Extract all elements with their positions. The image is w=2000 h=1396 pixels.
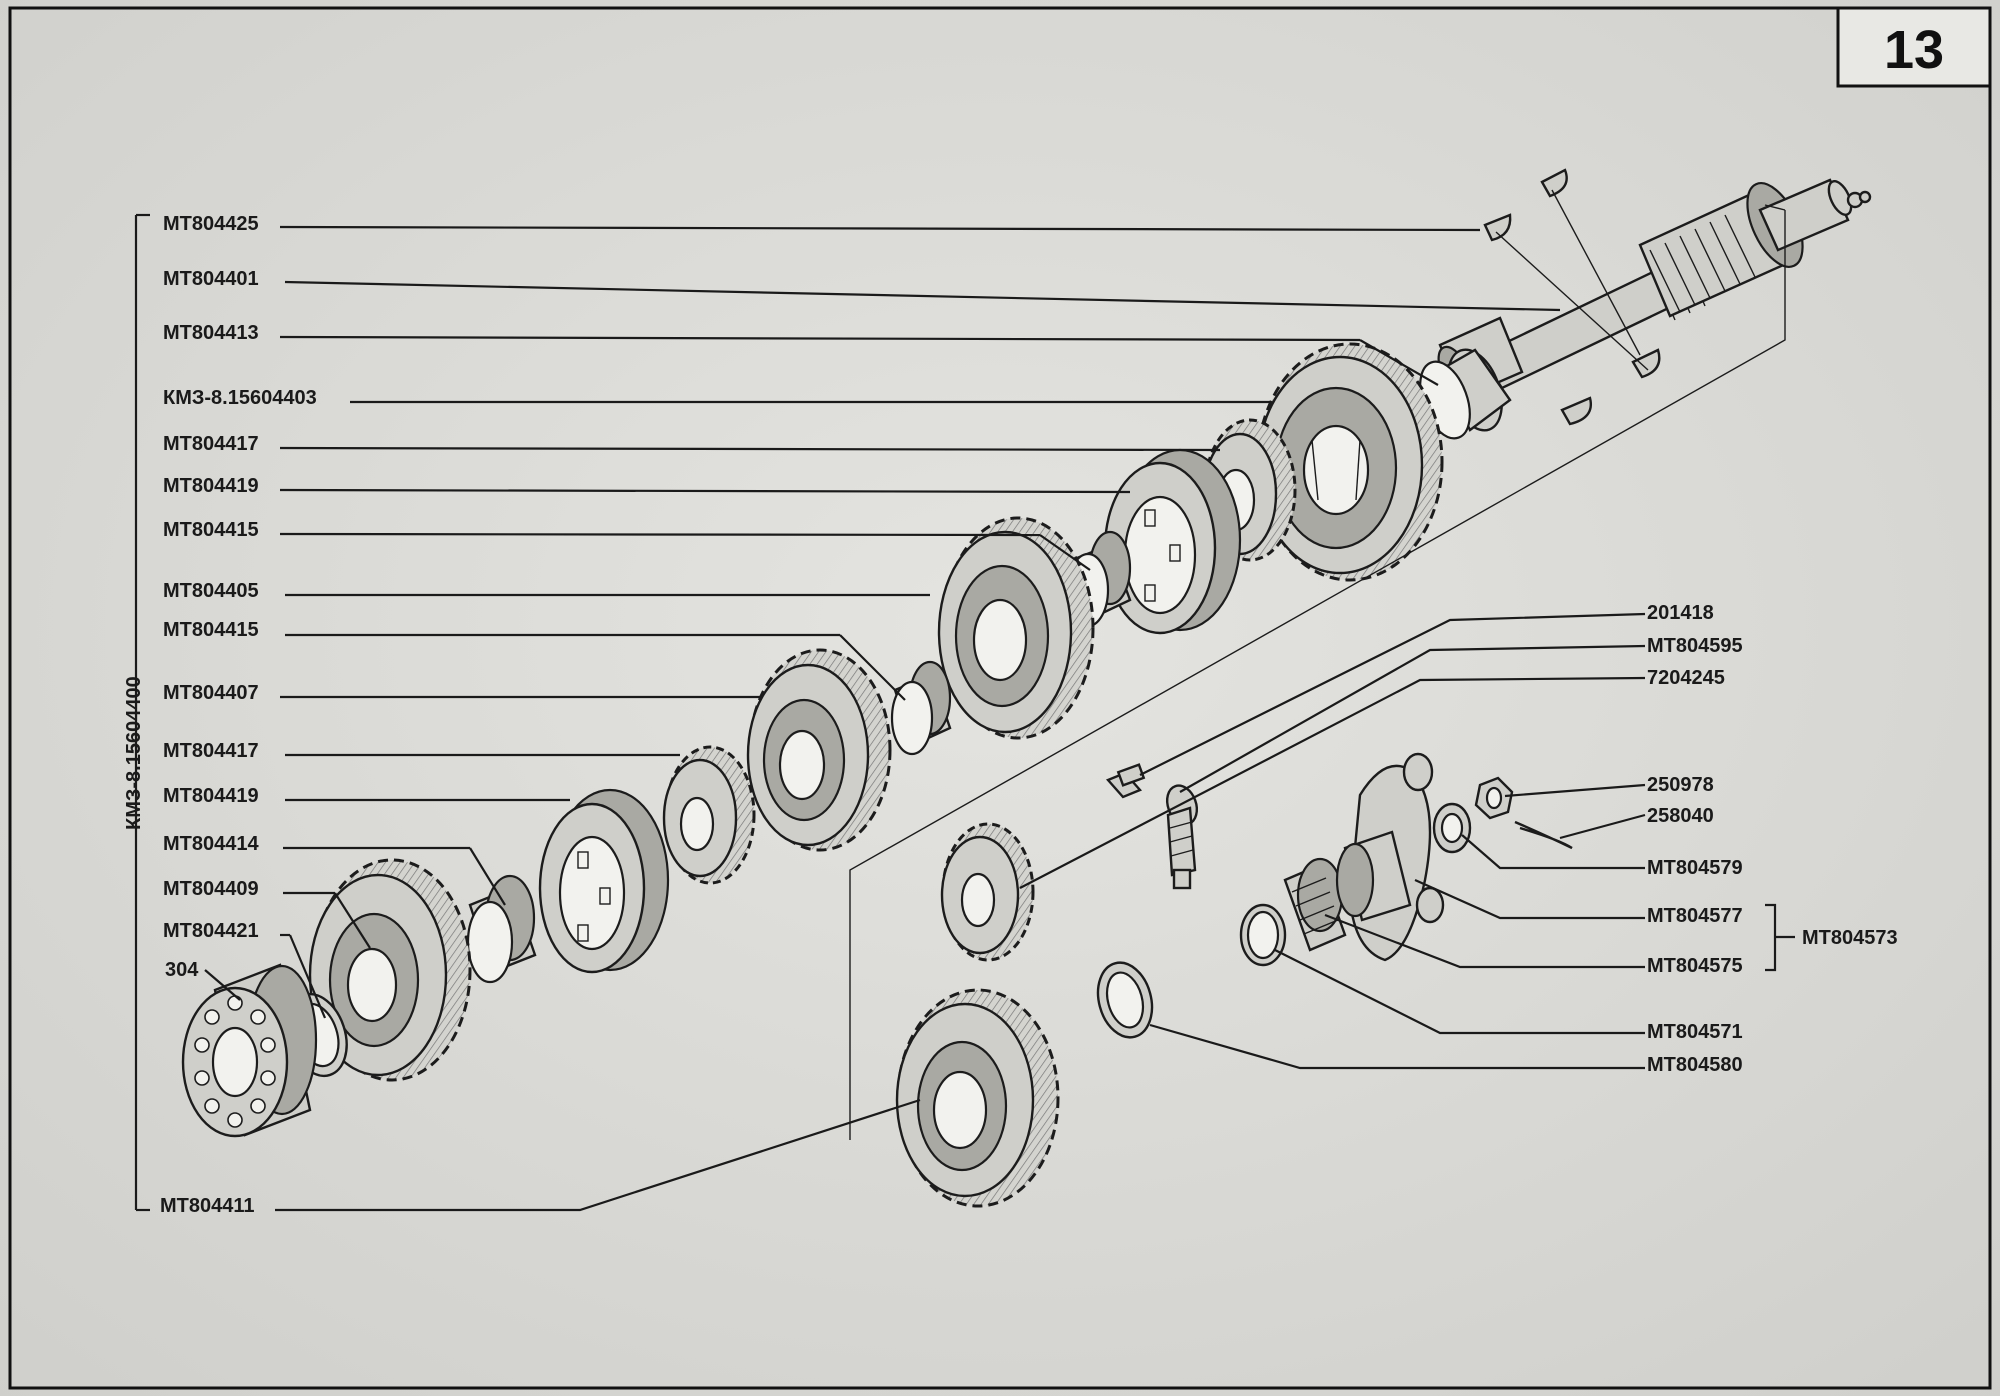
callout-label: 7204245 <box>1647 667 1725 689</box>
callout-label: МТ804417 <box>163 433 259 455</box>
drawing <box>181 168 1872 1208</box>
callout-label: МТ804579 <box>1647 857 1743 879</box>
bushing-mid-lower <box>890 660 952 756</box>
callout-label: МТ804413 <box>163 322 259 344</box>
right-labels: 201418 МТ804595 7204245 250978 258040 МТ… <box>1647 602 1898 1076</box>
gear-mt804405 <box>937 516 1095 740</box>
washer-mt804579 <box>1432 802 1472 854</box>
callout-label: МТ804595 <box>1647 635 1743 657</box>
woodruff-keys <box>1483 168 1661 426</box>
washer-mt804580 <box>1096 961 1154 1039</box>
callout-label: МТ804407 <box>163 682 259 704</box>
callout-label: МТ804415 <box>163 619 259 641</box>
spring-mt804575 <box>1283 857 1347 952</box>
gear-mt804411 <box>895 988 1060 1208</box>
callout-label: 201418 <box>1647 602 1714 624</box>
bearing-304 <box>181 963 318 1138</box>
cotter-pin-258040 <box>1514 820 1573 850</box>
bolt-201418 <box>1105 763 1146 799</box>
callout-label: 304 <box>165 959 199 981</box>
assembly-label: МТ804573 <box>1802 927 1898 949</box>
callout-label: МТ804409 <box>163 878 259 900</box>
page-number: 13 <box>1884 20 1944 80</box>
callout-label: МТ804575 <box>1647 955 1743 977</box>
assembly-frame <box>849 204 1786 1140</box>
callout-label: МТ804419 <box>163 785 259 807</box>
page-border <box>8 6 1992 1390</box>
group-label: КМЗ-8.15604400 <box>123 676 145 830</box>
callout-label: МТ804417 <box>163 740 259 762</box>
ring-mt804571 <box>1239 903 1287 967</box>
callout-label: МТ804577 <box>1647 905 1743 927</box>
leader-lines <box>204 225 1795 1212</box>
callout-label: МТ804421 <box>163 920 259 942</box>
left-labels: МТ804425 МТ804401 МТ804413 КМЗ-8.1560440… <box>160 213 317 1217</box>
gear-mt804407 <box>746 648 892 852</box>
callout-label: МТ804411 <box>160 1195 255 1217</box>
gear-intermediate-small <box>940 822 1035 962</box>
callout-label: МТ804425 <box>163 213 259 235</box>
callout-label: МТ804571 <box>1647 1021 1743 1043</box>
nut-250978 <box>1474 776 1514 820</box>
callout-label: МТ804415 <box>163 519 259 541</box>
callout-label: КМЗ-8.15604403 <box>163 387 317 409</box>
callout-label: 258040 <box>1647 805 1714 827</box>
callout-label: МТ804401 <box>163 268 259 290</box>
page-number-box: 13 <box>1836 6 1992 88</box>
callout-label: МТ804405 <box>163 580 259 602</box>
callout-label: МТ804419 <box>163 475 259 497</box>
hub-mt804577 <box>1335 752 1445 962</box>
group-bracket <box>134 213 150 1212</box>
callout-label: МТ804414 <box>163 833 259 855</box>
callout-label: 250978 <box>1647 774 1714 796</box>
gear-small-lower <box>662 745 756 885</box>
gear-large-upper <box>1256 342 1444 582</box>
synchro-ring-lower <box>538 788 670 974</box>
bushing-lower <box>466 874 537 984</box>
callout-label: МТ804580 <box>1647 1054 1743 1076</box>
